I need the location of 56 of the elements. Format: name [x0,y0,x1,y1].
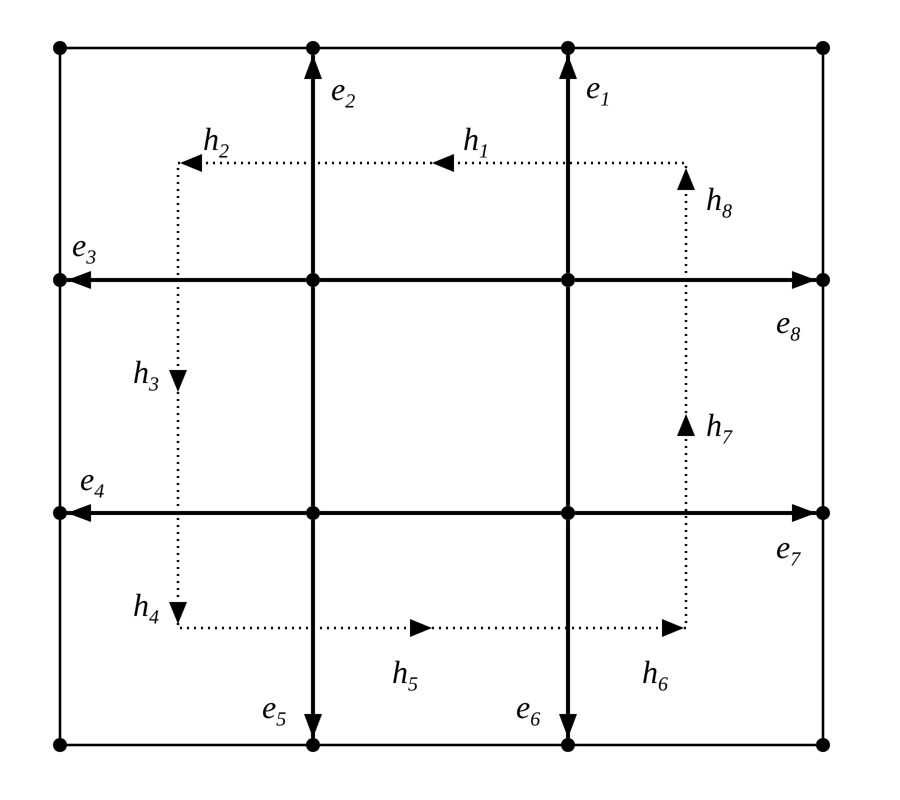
arrow [304,520,322,738]
vertex-dot [561,41,575,55]
grid-line [320,278,561,282]
arrow-label: h$_{5}$ [392,655,418,698]
grid-line [58,287,62,506]
edge-label: e$_{7}$ [776,530,800,572]
grid-line [320,511,561,515]
vertex-dot [306,506,320,520]
vertex-dot [816,41,830,55]
grid-line [575,744,816,746]
arrow [559,520,577,738]
grid-line [822,287,824,506]
edge-label: e$_{5}$ [262,690,286,732]
vertex-dot [53,273,67,287]
vertex-dot [306,738,320,752]
vertex-dot [816,506,830,520]
edge-label: e$_{4}$ [80,462,104,504]
vertex-dot [53,41,67,55]
arrow [304,55,322,273]
grid-line [320,46,561,50]
vertex-dot [306,273,320,287]
grid-line [67,744,306,746]
arrow-label: h$_{2}$ [203,122,229,164]
vertex-dot [561,738,575,752]
vertex-dot [306,41,320,55]
arrow [67,504,306,522]
arrow-label: h$_{8}$ [706,182,732,224]
grid-line [320,744,561,746]
grid-line [58,520,62,738]
grid-line [822,520,824,738]
grid-line [311,287,315,506]
edge-label: e$_{1}$ [586,70,610,112]
grid-line [575,46,816,50]
arrow [67,271,306,289]
vertex-dot [561,506,575,520]
arrow-label: h$_{4}$ [133,588,159,630]
vertex-dot [816,273,830,287]
grid-line [58,55,62,273]
edge-label: e$_{3}$ [72,228,96,270]
arrow [575,271,816,289]
arrow-label: h$_{6}$ [642,655,668,698]
grid-line [822,55,824,273]
arrow-label: h$_{7}$ [706,408,732,450]
arrow [559,55,577,273]
edge-label: e$_{8}$ [776,305,800,348]
vertex-dot [53,738,67,752]
vertex-dot [53,506,67,520]
edge-label: e$_{6}$ [516,690,540,732]
edge-label: e$_{2}$ [331,72,356,114]
grid-line [566,287,570,506]
arrow [575,504,816,522]
grid-line [67,46,306,50]
arrow-label: h$_{1}$ [463,122,489,164]
vertex-dot [816,738,830,752]
vertex-dot [561,273,575,287]
arrow-label: h$_{3}$ [133,355,159,398]
